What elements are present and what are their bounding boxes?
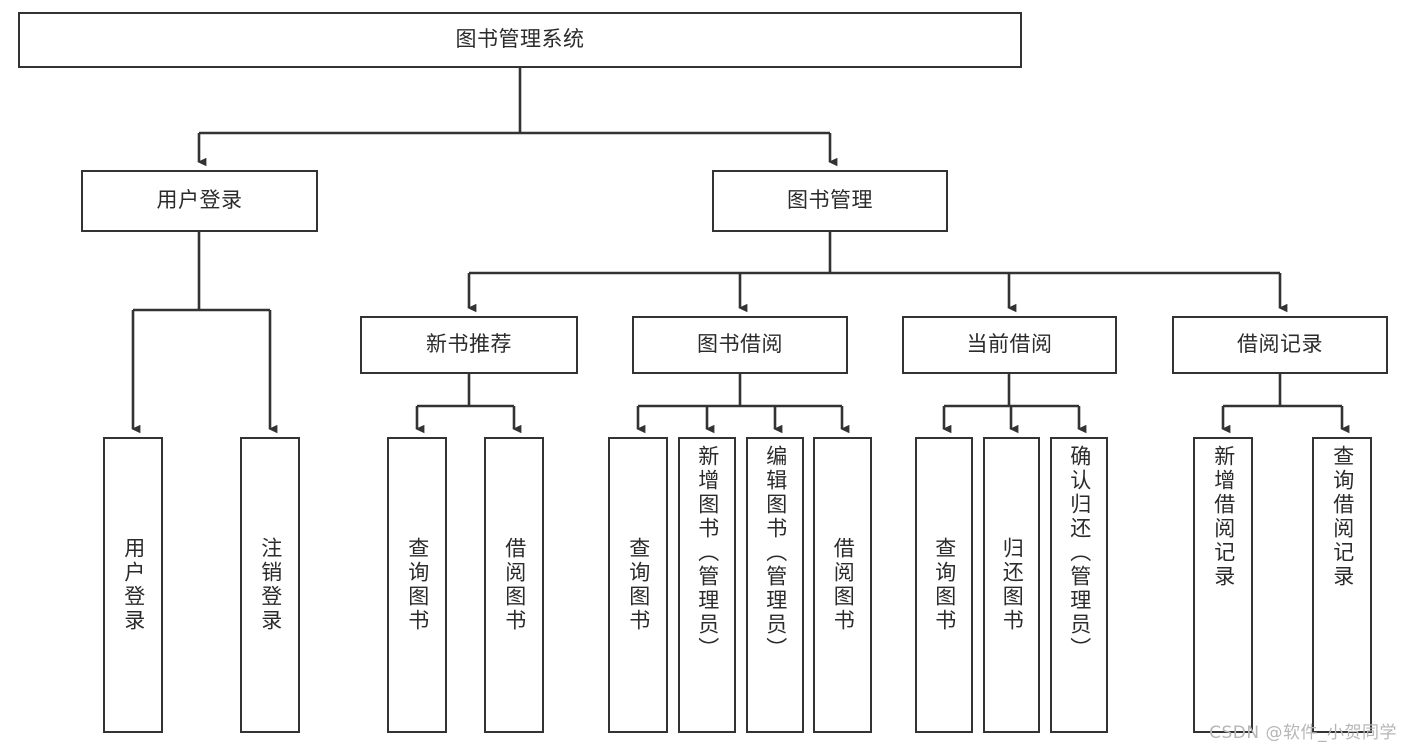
node-leaf-confirm-return-admin[interactable]: 确认归还（管理员） bbox=[1050, 437, 1108, 733]
node-leaf-user-login[interactable]: 用户登录 bbox=[103, 437, 163, 733]
node-label: 查询图书 bbox=[405, 537, 430, 633]
node-book-manage[interactable]: 图书管理 bbox=[712, 170, 948, 232]
node-leaf-borrow-book-new[interactable]: 借阅图书 bbox=[484, 437, 544, 733]
node-label: 图书管理系统 bbox=[455, 27, 585, 52]
node-leaf-add-borrow-record[interactable]: 新增借阅记录 bbox=[1193, 437, 1253, 733]
node-book-borrow[interactable]: 图书借阅 bbox=[632, 316, 848, 374]
node-label: 查询借阅记录 bbox=[1330, 445, 1355, 589]
node-leaf-query-book-current[interactable]: 查询图书 bbox=[915, 437, 973, 733]
node-label: 查询图书 bbox=[626, 537, 651, 633]
node-borrow-record[interactable]: 借阅记录 bbox=[1172, 316, 1388, 374]
node-label: 编辑图书（管理员） bbox=[763, 445, 788, 661]
node-new-book-recommend[interactable]: 新书推荐 bbox=[360, 316, 578, 374]
node-leaf-user-logout[interactable]: 注销登录 bbox=[240, 437, 300, 733]
node-label: 借阅记录 bbox=[1237, 332, 1323, 357]
node-label: 新书推荐 bbox=[426, 332, 512, 357]
node-label: 查询图书 bbox=[932, 537, 957, 633]
node-label: 注销登录 bbox=[258, 537, 283, 633]
node-user-login[interactable]: 用户登录 bbox=[81, 170, 318, 232]
node-leaf-edit-book-admin[interactable]: 编辑图书（管理员） bbox=[746, 437, 804, 733]
node-label: 确认归还（管理员） bbox=[1067, 445, 1092, 661]
node-label: 归还图书 bbox=[1000, 537, 1025, 633]
node-label: 当前借阅 bbox=[966, 332, 1053, 357]
node-leaf-borrow-book[interactable]: 借阅图书 bbox=[813, 437, 872, 733]
node-root[interactable]: 图书管理系统 bbox=[18, 12, 1022, 68]
node-label: 借阅图书 bbox=[502, 537, 527, 633]
node-label: 借阅图书 bbox=[831, 537, 856, 633]
node-label: 图书管理 bbox=[787, 188, 873, 213]
node-label: 图书借阅 bbox=[697, 332, 783, 357]
node-leaf-return-book[interactable]: 归还图书 bbox=[983, 437, 1040, 733]
node-label: 新增借阅记录 bbox=[1211, 445, 1236, 589]
node-leaf-add-book-admin[interactable]: 新增图书（管理员） bbox=[678, 437, 736, 733]
node-current-borrow[interactable]: 当前借阅 bbox=[902, 316, 1117, 374]
node-label: 用户登录 bbox=[121, 537, 146, 633]
node-label: 新增图书（管理员） bbox=[695, 445, 720, 661]
node-leaf-query-borrow-record[interactable]: 查询借阅记录 bbox=[1312, 437, 1372, 733]
node-leaf-query-book-borrow[interactable]: 查询图书 bbox=[608, 437, 668, 733]
node-leaf-query-book-new[interactable]: 查询图书 bbox=[387, 437, 447, 733]
node-label: 用户登录 bbox=[156, 188, 243, 213]
